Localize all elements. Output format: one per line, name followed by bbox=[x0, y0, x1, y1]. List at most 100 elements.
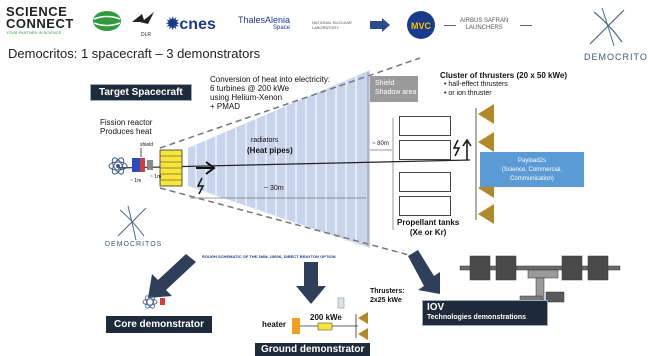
up-arrow-icon bbox=[462, 138, 472, 160]
airbus-line2: LAUNCHERS bbox=[465, 25, 503, 31]
thrusters-item-1-text: hall-effect thrusters bbox=[448, 81, 508, 88]
science-connect-logo: SCIENCE CONNECT YOUR PARTNER IN SCIENCE bbox=[6, 4, 74, 36]
ground-demonstrator-label: Ground demonstrator bbox=[255, 343, 371, 356]
payload-line-2: (Science, Commercial, bbox=[501, 167, 563, 173]
conversion-line-3: using Helium-Xenon bbox=[210, 93, 283, 102]
radiator-panel bbox=[188, 70, 370, 248]
fission-reactor-text: Fission reactor Produces heat bbox=[100, 118, 152, 136]
lightning-icon-right bbox=[452, 139, 461, 157]
propellant-tank-1 bbox=[399, 116, 451, 136]
ground-thruster-1 bbox=[358, 312, 368, 324]
democritos-left-text: DEMOCRITOS bbox=[105, 241, 163, 248]
thruster-2 bbox=[478, 132, 494, 152]
iov-subtitle: Technologies demonstrations bbox=[427, 314, 527, 321]
democritos-atom-icon bbox=[589, 7, 625, 47]
ground-heater-label: heater bbox=[262, 320, 287, 329]
iov-label-box: IOV Technologies demonstrations bbox=[422, 300, 548, 326]
shield-label: shield bbox=[140, 142, 154, 148]
shield-shadow-line-1: Shield bbox=[375, 80, 395, 87]
science-connect-globe-icon bbox=[93, 11, 121, 31]
payload-box: Payload2s (Science, Commercial, Communic… bbox=[480, 152, 584, 187]
lightning-icon-left bbox=[196, 177, 205, 195]
mvc-logo-icon: MVC bbox=[407, 11, 435, 39]
ground-turbine bbox=[317, 322, 333, 331]
nnl-logo: NATIONAL NUCLEAR LABORATORY bbox=[312, 20, 352, 30]
airbus-line1: AIRBUS SAFRAN bbox=[460, 18, 509, 24]
dim-30m-label: ~ 30m bbox=[264, 185, 284, 192]
thrusters-item-2-text: or ion thruster bbox=[448, 90, 492, 97]
democritos-left-icon bbox=[117, 205, 147, 241]
radiators-label: radiators bbox=[251, 137, 279, 144]
nnl-line1: NATIONAL NUCLEAR bbox=[312, 20, 352, 25]
propellant-tank-2 bbox=[399, 140, 451, 160]
science-connect-tagline: YOUR PARTNER IN SCIENCE bbox=[6, 30, 62, 35]
schematic-caption: ROUGH SCHEMATIC OF THE 1MW, 1500K, DIREC… bbox=[202, 254, 336, 259]
conversion-line-2: 6 turbines @ 200 kWe bbox=[210, 84, 290, 93]
thrusters-cluster-title: Cluster of thrusters (20 x 50 kWe) bbox=[440, 71, 568, 80]
heat-pipes-label: (Heat pipes) bbox=[247, 146, 293, 155]
svg-text:MVC: MVC bbox=[411, 21, 432, 31]
turbine-block bbox=[159, 149, 183, 187]
fission-line-2: Produces heat bbox=[100, 127, 152, 136]
fission-line-1: Fission reactor bbox=[100, 118, 153, 127]
cnes-logo: ✹cnes bbox=[166, 14, 216, 34]
propellant-line-1: Propellant tanks bbox=[397, 218, 460, 227]
payload-line-1: Payload2s bbox=[517, 158, 547, 164]
reactor-block bbox=[147, 160, 153, 170]
thrusters-cluster-text: Cluster of thrusters (20 x 50 kWe) • hal… bbox=[440, 71, 567, 98]
ground-thruster-2 bbox=[358, 328, 368, 340]
iss-station-icon bbox=[459, 255, 621, 303]
core-atom-icon bbox=[142, 295, 158, 309]
democritos-top-text: DEMOCRITOS bbox=[584, 52, 648, 62]
conversion-line-1: Conversion of heat into electricity: bbox=[210, 75, 331, 84]
airbus-safran-logo: AIRBUS SAFRAN LAUNCHERS bbox=[460, 18, 508, 32]
core-demonstrator-label: Core demonstrator bbox=[106, 316, 213, 333]
reactor-shield bbox=[140, 158, 145, 172]
target-spacecraft-label: Target Spacecraft bbox=[90, 84, 192, 101]
arrow-to-ground bbox=[296, 262, 326, 304]
shield-line-top bbox=[159, 57, 421, 149]
ground-thrusters-line-2: 2x25 kWe bbox=[370, 297, 402, 304]
ground-small-box bbox=[337, 297, 345, 309]
dim-80m-label: ~ 80m bbox=[372, 141, 389, 147]
airbus-line-left bbox=[444, 25, 456, 26]
payload-line-3: Communication) bbox=[510, 176, 554, 182]
slide-title: Democritos: 1 spacecraft – 3 demonstrato… bbox=[8, 46, 261, 61]
conversion-line-4: + PMAD bbox=[210, 102, 241, 111]
propellant-line-2: (Xe or Kr) bbox=[409, 228, 447, 237]
shield-shadow-line-2: Shadow area bbox=[375, 89, 417, 96]
logo-row: SCIENCE CONNECT YOUR PARTNER IN SCIENCE … bbox=[0, 0, 648, 62]
dlr-logo-text: DLR bbox=[141, 32, 152, 38]
core-red-block bbox=[160, 298, 165, 305]
ground-power-label: 200 kWe bbox=[310, 313, 342, 322]
reactor-core bbox=[132, 158, 140, 172]
ground-thrusters-line-1: Thrusters: bbox=[370, 288, 405, 295]
conversion-text: Conversion of heat into electricity: 6 t… bbox=[210, 75, 330, 111]
atom-icon bbox=[108, 157, 128, 175]
propellant-tank-4 bbox=[399, 196, 451, 216]
science-connect-line2: CONNECT bbox=[6, 16, 74, 31]
small-dim-label-1: ~ 1m bbox=[130, 178, 142, 184]
shield-shadow-text: Shield Shadow area bbox=[375, 79, 416, 97]
power-arrow-icon bbox=[196, 161, 216, 175]
thruster-1 bbox=[478, 104, 494, 124]
shield-line-bottom bbox=[159, 187, 421, 259]
thrusters-cluster-item-2: • or ion thruster bbox=[444, 90, 492, 97]
propellant-text: Propellant tanks (Xe or Kr) bbox=[397, 218, 459, 238]
iov-title: IOV bbox=[427, 302, 445, 313]
propellant-tank-3 bbox=[399, 172, 451, 192]
small-dim-label-2: ~ 1m bbox=[150, 174, 162, 180]
cnes-logo-text: cnes bbox=[179, 16, 216, 33]
thruster-4 bbox=[478, 204, 494, 224]
thrusters-cluster-item-1: • hall-effect thrusters bbox=[444, 81, 508, 88]
airbus-line-right bbox=[520, 25, 532, 26]
arrow-to-core bbox=[148, 254, 196, 298]
nnl-arrows-icon bbox=[370, 18, 390, 32]
science-connect-line1: SCIENCE bbox=[6, 4, 68, 19]
shield-shadow-box bbox=[370, 76, 418, 102]
arrow-to-iov bbox=[408, 250, 440, 294]
thales-alenia-text: ThalesAlenia bbox=[238, 15, 291, 25]
dlr-bird-icon bbox=[132, 12, 154, 24]
thales-space-text: Space bbox=[273, 25, 291, 31]
cnes-swirl-icon: ✹ bbox=[166, 16, 180, 33]
